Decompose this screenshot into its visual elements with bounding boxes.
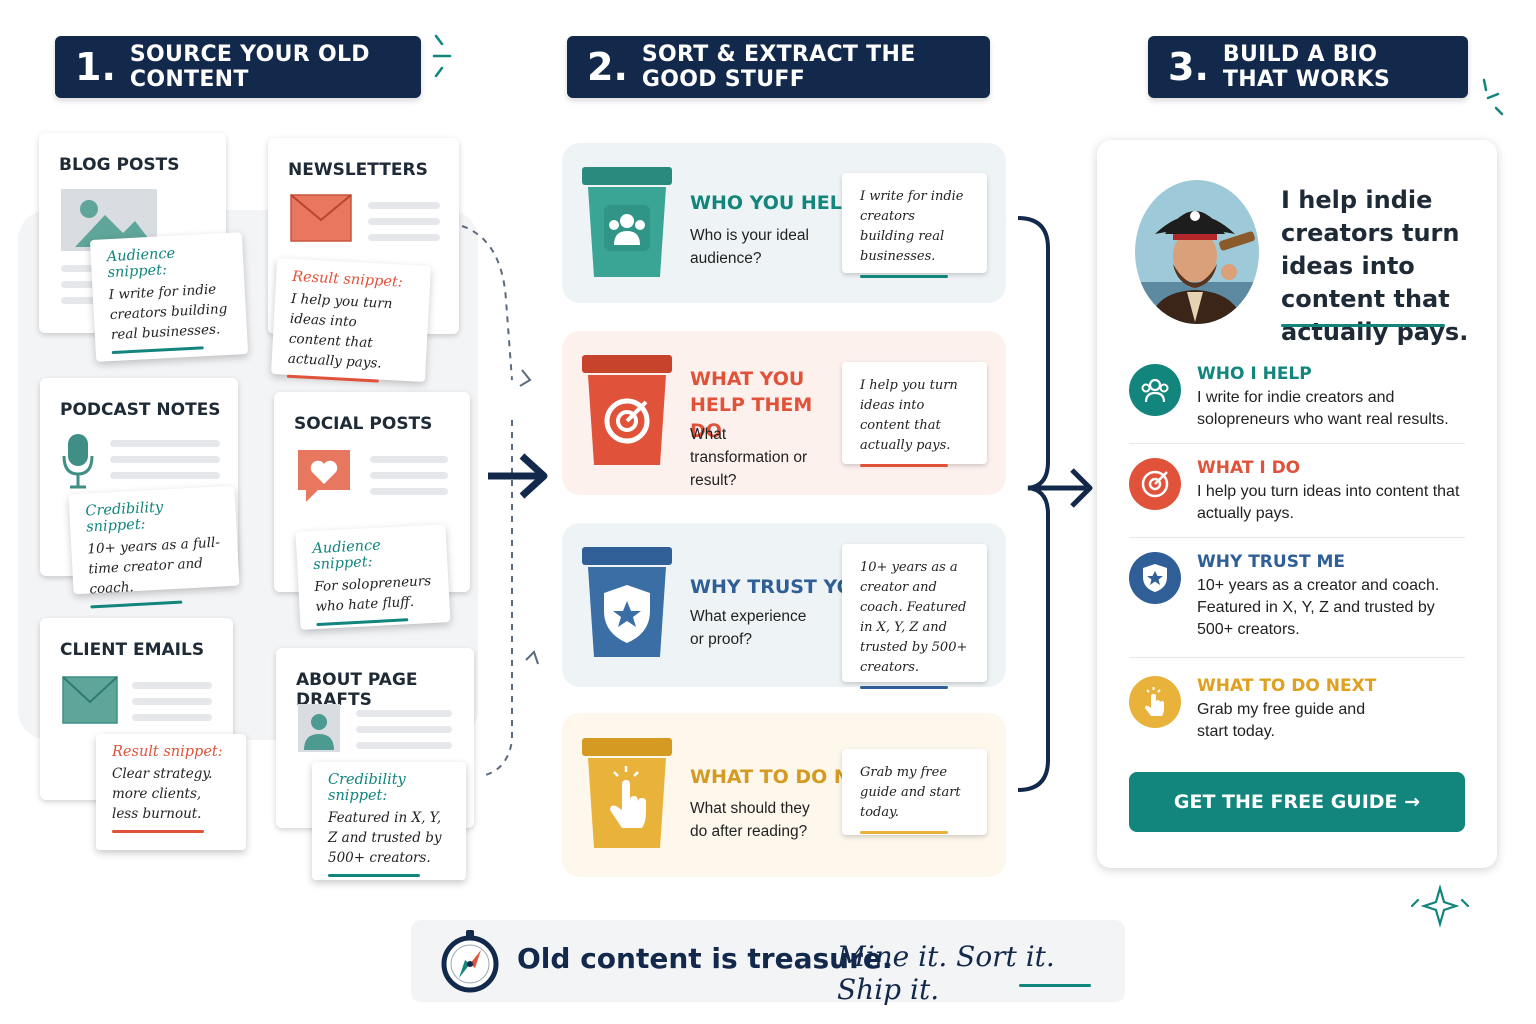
card-title: CLIENT EMAILS xyxy=(60,640,205,660)
step-3-header: 3. BUILD A BIO THAT WORKS xyxy=(1148,36,1468,98)
snippet-label: Audience snippet: xyxy=(106,245,176,282)
divider xyxy=(1129,537,1465,538)
card-title: PODCAST NOTES xyxy=(60,400,221,420)
bin-note: I help you turn ideas into content that … xyxy=(842,362,987,467)
bio-row-title: WHAT I DO xyxy=(1197,458,1301,478)
bin-note: I write for indie creators building real… xyxy=(842,173,987,278)
bin-title: WHAT YOU HELP THEM DO xyxy=(690,368,813,442)
headline-underline xyxy=(1281,324,1445,327)
snippet-label: Result snippet: xyxy=(112,744,223,760)
bin-question: Who is your ideal audience? xyxy=(690,227,809,267)
bin-target-icon xyxy=(582,355,672,465)
snippet-label: Credibility snippet: xyxy=(84,499,164,536)
sparkle-icon xyxy=(432,34,452,78)
sparkle-icon xyxy=(1410,884,1470,928)
people-icon xyxy=(1129,364,1181,416)
note-underline xyxy=(860,464,948,467)
bin-question: What transformation or result? xyxy=(690,426,808,489)
bio-row-title: WHAT TO DO NEXT xyxy=(1197,676,1377,696)
dashed-connector xyxy=(461,225,539,777)
snippet-text: For solopreneurs who hate fluff. xyxy=(314,572,432,616)
snippet-text: I help you turn ideas into content that … xyxy=(287,290,393,372)
snippet-label: Credibility snippet: xyxy=(328,772,406,804)
heart-chat-icon xyxy=(298,450,350,502)
step-number: 2. xyxy=(587,45,628,89)
note-underline xyxy=(860,686,948,689)
sparkle-icon xyxy=(1482,78,1504,116)
tagline-underline xyxy=(1019,984,1091,987)
divider xyxy=(1129,443,1465,444)
card-title: SOCIAL POSTS xyxy=(294,414,433,434)
shield-star-icon xyxy=(1129,552,1181,604)
bin-question: What experience or proof? xyxy=(690,608,807,648)
bin-note: Grab my free guide and start today. xyxy=(842,749,987,835)
compass-icon xyxy=(441,930,499,993)
note-underline xyxy=(860,275,948,278)
footer-banner: Old content is treasure. Mine it. Sort i… xyxy=(411,920,1125,1006)
snippet-label: Result snippet: xyxy=(291,268,404,291)
card-title: BLOG POSTS xyxy=(59,155,180,175)
snippet-underline xyxy=(111,346,204,355)
snippet-underline xyxy=(112,830,204,833)
hand-pointer-icon xyxy=(1129,676,1181,728)
bin-shield-icon xyxy=(582,547,672,657)
bracket-arrow xyxy=(1017,216,1093,792)
bin-note-text: Grab my free guide and start today. xyxy=(860,765,961,820)
snippet-underline xyxy=(328,874,420,877)
person-icon xyxy=(298,704,340,752)
snippet-card: Result snippet: Clear strategy. more cli… xyxy=(96,734,246,850)
snippet-text: I write for indie creators building real… xyxy=(108,281,228,344)
target-icon xyxy=(1129,458,1181,510)
bin-note: 10+ years as a creator and coach. Featur… xyxy=(842,544,987,689)
bin-hand-pointer-icon xyxy=(582,738,672,848)
bio-row-text: I write for indie creators and soloprene… xyxy=(1197,389,1449,428)
get-free-guide-button[interactable]: GET THE FREE GUIDE → xyxy=(1129,772,1465,832)
snippet-card: Credibility snippet: Featured in X, Y, Z… xyxy=(312,762,466,880)
snippet-underline xyxy=(316,618,409,627)
bin-title: WHO YOU HELP xyxy=(690,192,856,214)
bin-title: WHAT TO DO NEXT xyxy=(690,766,891,788)
snippet-label: Audience snippet: xyxy=(312,537,382,574)
snippet-text: 10+ years as a full-time creator and coa… xyxy=(86,534,221,598)
footer-headline: Old content is treasure. xyxy=(517,942,893,975)
step-title: SORT & EXTRACT THE GOOD STUFF xyxy=(641,42,916,92)
bio-row-title: WHO I HELP xyxy=(1197,364,1312,384)
bio-headline: I help indie creators turn ideas into co… xyxy=(1281,186,1469,346)
bin-note-text: 10+ years as a creator and coach. Featur… xyxy=(860,560,968,675)
step-1-header: 1. SOURCE YOUR OLD CONTENT xyxy=(55,36,421,98)
step-title: SOURCE YOUR OLD CONTENT xyxy=(129,42,370,92)
step-2-header: 2. SORT & EXTRACT THE GOOD STUFF xyxy=(567,36,990,98)
step-number: 3. xyxy=(1168,45,1209,89)
bio-row-title: WHY TRUST ME xyxy=(1197,552,1345,572)
bin-question: What should they do after reading? xyxy=(690,800,810,840)
snippet-card: Audience snippet: I write for indie crea… xyxy=(89,232,249,362)
card-title: NEWSLETTERS xyxy=(288,160,428,180)
note-underline xyxy=(860,831,948,834)
bin-title: WHY TRUST YOU xyxy=(690,576,869,598)
bio-row-text: I help you turn ideas into content that … xyxy=(1197,483,1460,522)
source-card-blog-posts: BLOG POSTS xyxy=(39,133,226,333)
bio-row-text: 10+ years as a creator and coach. Featur… xyxy=(1197,577,1440,638)
bio-card: I help indie creators turn ideas into co… xyxy=(1097,140,1497,868)
microphone-icon xyxy=(62,434,94,489)
snippet-card: Audience snippet: For solopreneurs who h… xyxy=(295,524,451,630)
snippet-card: Result snippet: I help you turn ideas in… xyxy=(271,258,431,383)
snippet-text: Clear strategy. more clients, less burno… xyxy=(112,766,213,822)
bin-people-icon xyxy=(582,167,672,277)
mail-icon xyxy=(62,676,118,724)
bio-row-text: Grab my free guide and start today. xyxy=(1197,701,1366,740)
snippet-text: Featured in X, Y, Z and trusted by 500+ … xyxy=(328,810,442,866)
card-title: ABOUT PAGE DRAFTS xyxy=(296,670,418,710)
divider xyxy=(1129,657,1465,658)
snippet-card: Credibility snippet: 10+ years as a full… xyxy=(68,485,240,609)
step-number: 1. xyxy=(75,45,116,89)
envelope-icon xyxy=(290,194,352,242)
bin-note-text: I write for indie creators building real… xyxy=(860,189,964,264)
bin-note-text: I help you turn ideas into content that … xyxy=(860,378,958,453)
arrow-right-icon xyxy=(488,453,548,499)
pirate-avatar xyxy=(1135,180,1259,324)
footer-tagline: Mine it. Sort it. Ship it. xyxy=(837,940,1055,1006)
step-title: BUILD A BIO THAT WORKS xyxy=(1222,42,1391,92)
